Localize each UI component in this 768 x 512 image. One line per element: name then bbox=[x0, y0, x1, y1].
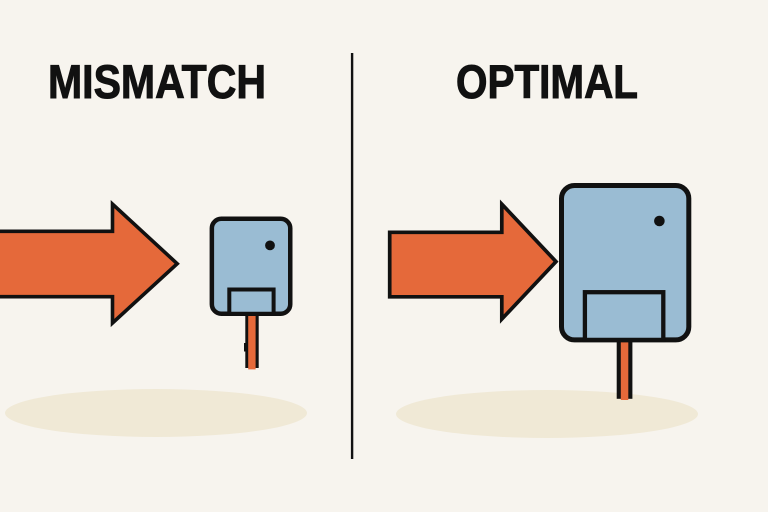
svg-text:OPTIMAL: OPTIMAL bbox=[456, 56, 638, 109]
svg-text:MISMATCH: MISMATCH bbox=[48, 56, 266, 109]
